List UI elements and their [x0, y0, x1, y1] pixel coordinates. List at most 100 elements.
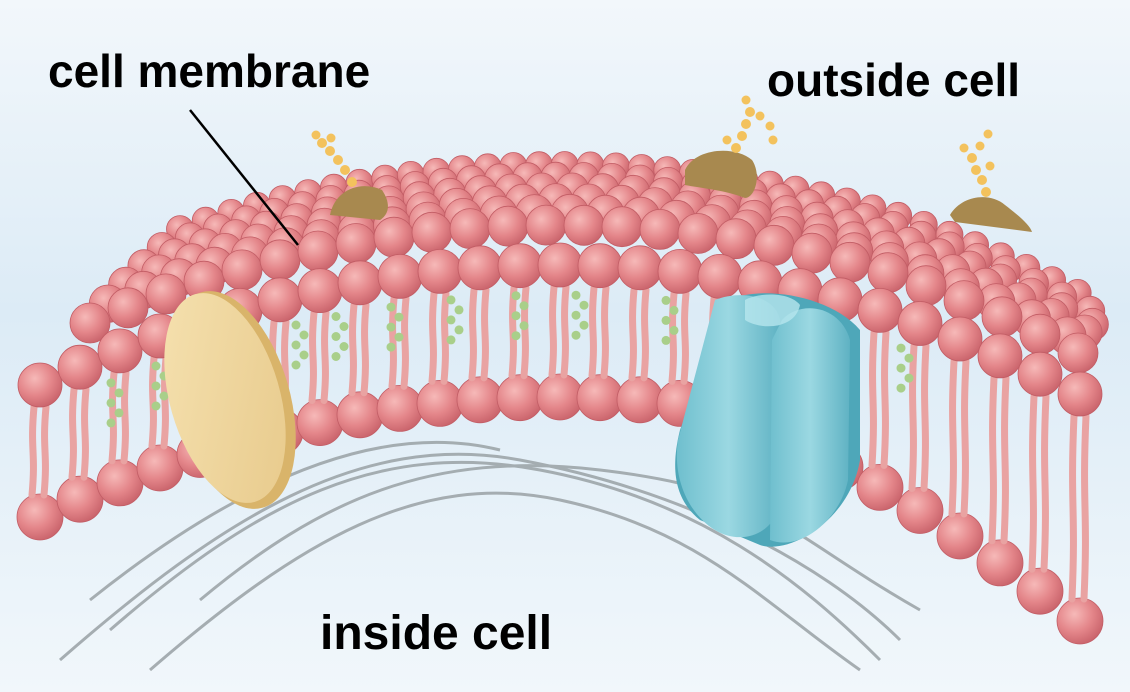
cholesterol-bead	[897, 344, 906, 353]
phospholipid-tail	[872, 332, 874, 465]
phospholipid-head	[260, 240, 300, 280]
phospholipid-tail	[912, 346, 914, 489]
phospholipid-head	[978, 334, 1022, 378]
phospholipid-head	[906, 266, 946, 306]
phospholipid-tail	[564, 287, 566, 375]
cholesterol-bead	[897, 364, 906, 373]
phospholipid-tail	[592, 288, 594, 376]
phospholipid-head	[698, 254, 742, 298]
cholesterol-bead	[580, 321, 589, 330]
cholesterol-bead	[300, 351, 309, 360]
cholesterol-bead	[152, 382, 161, 391]
phospholipid-tail	[964, 361, 966, 514]
phospholipid-head	[374, 217, 414, 257]
cholesterol-bead	[160, 392, 169, 401]
phospholipid-head	[258, 278, 302, 322]
phospholipid-tail	[392, 298, 394, 386]
phospholipid-tail	[472, 290, 474, 378]
phospholipid-head	[658, 249, 702, 293]
phospholipid-head	[297, 400, 343, 446]
phospholipid-head	[944, 281, 984, 321]
cholesterol-bead	[455, 305, 464, 314]
phospholipid-head	[577, 375, 623, 421]
cholesterol-bead	[292, 341, 301, 350]
cholesterol-bead	[152, 362, 161, 371]
cholesterol-bead	[572, 331, 581, 340]
cholesterol-bead	[897, 384, 906, 393]
cholesterol-bead	[670, 306, 679, 315]
cholesterol-bead	[662, 316, 671, 325]
cholesterol-bead	[512, 331, 521, 340]
inside-cell-label: inside cell	[320, 610, 552, 658]
cholesterol-bead	[332, 332, 341, 341]
cholesterol-bead	[332, 352, 341, 361]
cholesterol-bead	[107, 378, 116, 387]
phospholipid-head	[378, 254, 422, 298]
phospholipid-tail	[684, 293, 686, 381]
phospholipid-tail	[992, 378, 994, 541]
phospholipid-tail	[404, 298, 406, 386]
phospholipid-head	[108, 288, 148, 328]
phospholipid-head	[412, 212, 452, 252]
phospholipid-tail	[44, 407, 46, 495]
phospholipid-head	[1018, 352, 1062, 396]
phospholipid-head	[1058, 333, 1098, 373]
cholesterol-bead	[387, 303, 396, 312]
phospholipid-head	[418, 249, 462, 293]
cholesterol-bead	[395, 333, 404, 342]
phospholipid-head	[222, 250, 262, 290]
phospholipid-tail	[72, 389, 74, 477]
phospholipid-tail	[604, 288, 606, 376]
cholesterol-bead	[512, 311, 521, 320]
phospholipid-tail	[884, 332, 886, 465]
phospholipid-head	[897, 488, 943, 534]
phospholipid-head	[830, 242, 870, 282]
phospholipid-head	[298, 231, 338, 271]
phospholipid-head	[337, 392, 383, 438]
phospholipid-tail	[352, 305, 354, 393]
phospholipid-head	[618, 246, 662, 290]
phospholipid-head	[754, 225, 794, 265]
cholesterol-bead	[905, 354, 914, 363]
phospholipid-head	[18, 363, 62, 407]
phospholipid-tail	[84, 389, 86, 477]
phospholipid-head	[458, 246, 502, 290]
cholesterol-bead	[572, 311, 581, 320]
phospholipid-tail	[364, 305, 366, 393]
phospholipid-head	[417, 380, 463, 426]
phospholipid-tail	[952, 361, 954, 514]
cholesterol-bead	[520, 301, 529, 310]
cholesterol-bead	[447, 315, 456, 324]
cholesterol-bead	[905, 374, 914, 383]
phospholipid-head	[858, 288, 902, 332]
phospholipid-head	[537, 374, 583, 420]
phospholipid-tail	[552, 287, 554, 375]
phospholipid-head	[98, 329, 142, 373]
cholesterol-bead	[447, 335, 456, 344]
cholesterol-bead	[107, 418, 116, 427]
cholesterol-bead	[152, 402, 161, 411]
phospholipid-head	[97, 460, 143, 506]
phospholipid-tail	[1032, 396, 1034, 569]
phospholipid-head	[298, 269, 342, 313]
phospholipid-tail	[632, 290, 634, 378]
phospholipid-head	[1058, 372, 1102, 416]
phospholipid-tail	[432, 293, 434, 381]
phospholipid-head	[488, 206, 528, 246]
phospholipid-head	[977, 540, 1023, 586]
outside-cell-label: outside cell	[767, 57, 1020, 103]
phospholipid-head	[602, 207, 642, 247]
phospholipid-head	[497, 375, 543, 421]
cholesterol-bead	[332, 312, 341, 321]
phospholipid-head	[938, 317, 982, 361]
phospholipid-head	[640, 209, 680, 249]
cholesterol-bead	[292, 321, 301, 330]
cholesterol-bead	[340, 322, 349, 331]
phospholipid-head	[498, 244, 542, 288]
cholesterol-bead	[580, 301, 589, 310]
phospholipid-tail	[324, 313, 326, 401]
phospholipid-tail	[124, 373, 126, 461]
phospholipid-tail	[644, 290, 646, 378]
cholesterol-bead	[572, 291, 581, 300]
